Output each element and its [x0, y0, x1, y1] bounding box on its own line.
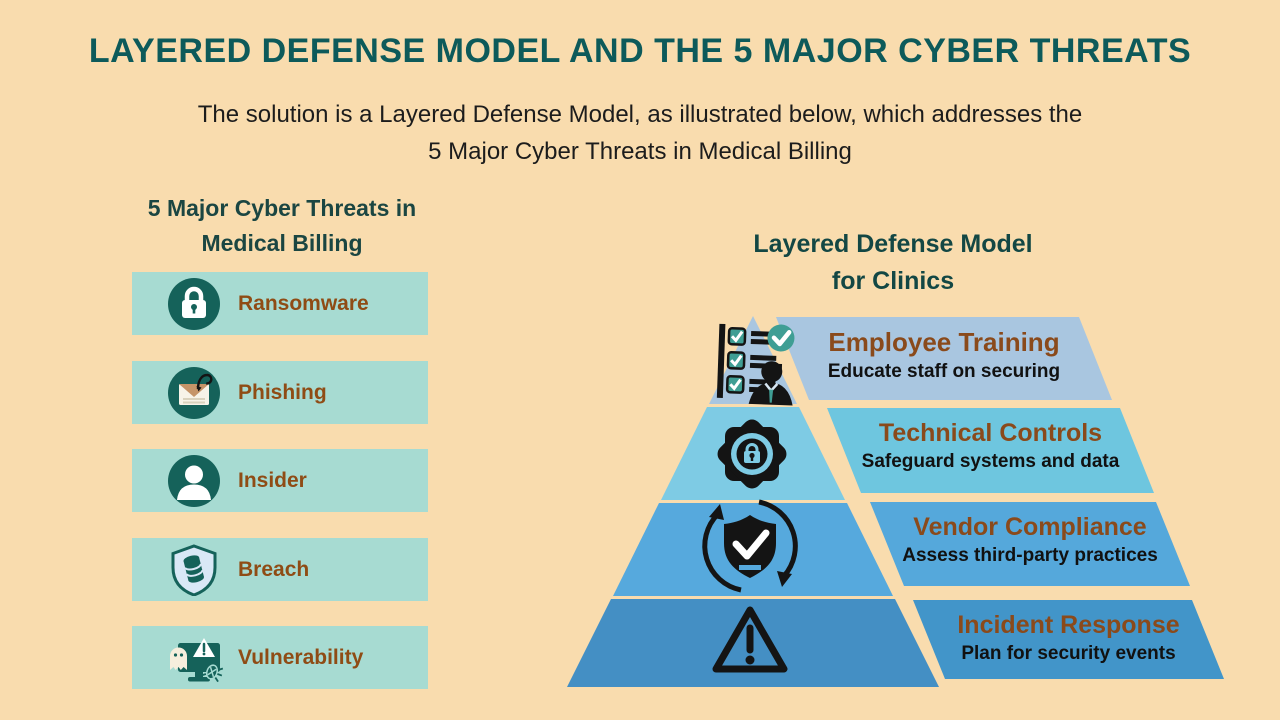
- shield-check-refresh-icon: [702, 499, 798, 593]
- threat-label: Insider: [238, 468, 307, 492]
- breach-shield-database-icon: [171, 543, 217, 596]
- threats-panel-heading: 5 Major Cyber Threats in Medical Billing: [112, 191, 452, 261]
- threats-heading-line2: Medical Billing: [201, 230, 363, 256]
- band-title: Technical Controls: [878, 419, 1103, 447]
- defense-panel-heading: Layered Defense Model for Clinics: [713, 226, 1073, 300]
- threat-item-ransomware: Ransomware: [132, 272, 428, 335]
- page-title: LAYERED DEFENSE MODEL AND THE 5 MAJOR CY…: [88, 32, 1192, 70]
- threat-label: Vulnerability: [238, 645, 364, 669]
- band-title: Incident Response: [957, 611, 1180, 639]
- insider-person-icon: [168, 454, 220, 507]
- page-subtitle-line1: The solution is a Layered Defense Model,…: [197, 101, 1083, 128]
- phishing-hook-envelope-icon: [168, 366, 220, 419]
- threat-item-phishing: Phishing: [132, 361, 428, 424]
- defense-band-incident-response: Incident Response Plan for security even…: [913, 600, 1224, 679]
- defense-band-employee-training: Employee Training Educate staff on secur…: [776, 317, 1112, 400]
- defense-heading-line1: Layered Defense Model: [753, 230, 1033, 258]
- vulnerability-monitor-icon: [170, 637, 224, 682]
- threats-heading-line1: 5 Major Cyber Threats in: [147, 195, 417, 221]
- threat-item-insider: Insider: [132, 449, 428, 512]
- band-title: Employee Training: [828, 327, 1060, 357]
- gear-lock-icon: [717, 419, 787, 489]
- defense-heading-line2: for Clinics: [831, 267, 955, 295]
- page-subtitle: The solution is a Layered Defense Model,…: [0, 96, 1280, 170]
- band-title: Vendor Compliance: [913, 513, 1147, 541]
- page-subtitle-line2: 5 Major Cyber Threats in Medical Billing: [428, 138, 852, 165]
- defense-band-technical-controls: Technical Controls Safeguard systems and…: [827, 408, 1154, 493]
- threat-item-vulnerability: Vulnerability: [132, 626, 428, 689]
- padlock-icon: [168, 277, 220, 330]
- threat-item-breach: Breach: [132, 538, 428, 601]
- threat-label: Ransomware: [238, 291, 369, 315]
- warning-triangle-icon: [712, 606, 788, 673]
- band-description: Plan for security events: [961, 643, 1176, 664]
- band-description: Educate staff on securing: [827, 361, 1061, 382]
- band-description: Assess third-party practices: [902, 545, 1158, 566]
- training-checklist-icon: [716, 323, 795, 406]
- band-description: Safeguard systems and data: [861, 451, 1120, 472]
- defense-band-vendor-compliance: Vendor Compliance Assess third-party pra…: [870, 502, 1190, 586]
- threat-label: Breach: [238, 557, 310, 581]
- threat-label: Phishing: [238, 380, 327, 404]
